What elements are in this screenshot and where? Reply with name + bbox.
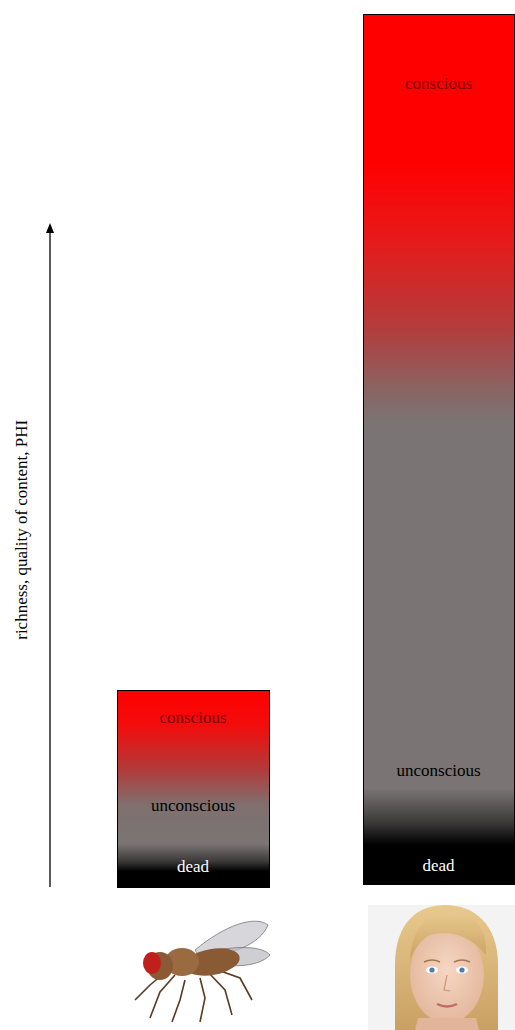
bar-band: conscious unconscious dead xyxy=(117,690,270,888)
axis-label: richness, quality of content, PHI xyxy=(12,420,32,640)
fly-picture xyxy=(135,921,270,1022)
face-picture xyxy=(368,905,515,1030)
state-label: conscious xyxy=(405,74,472,94)
state-label: unconscious xyxy=(396,761,480,781)
state-label: dead xyxy=(422,856,454,876)
state-label: conscious xyxy=(159,708,226,728)
state-label: unconscious xyxy=(151,796,235,816)
state-label: dead xyxy=(177,857,209,877)
axis-arrow xyxy=(49,232,50,887)
bar-band: conscious unconscious dead xyxy=(363,14,515,885)
